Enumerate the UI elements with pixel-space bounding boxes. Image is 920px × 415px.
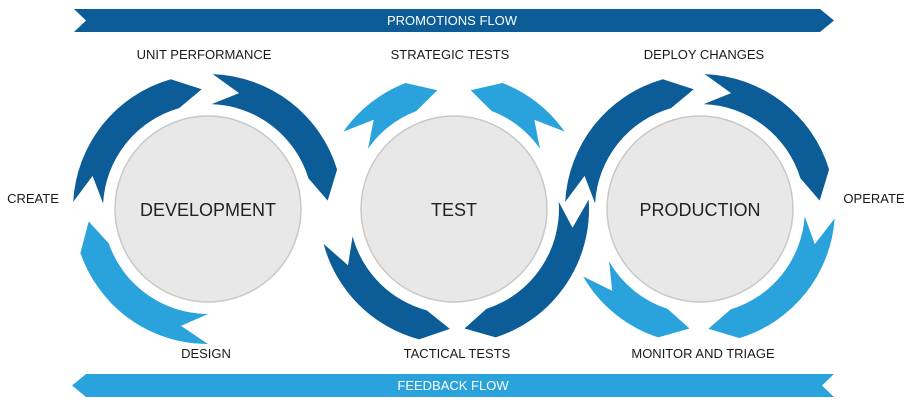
strategic-tests-label: STRATEGIC TESTS bbox=[391, 47, 510, 62]
test-arrow-lower-right bbox=[464, 199, 590, 338]
stage-circles bbox=[114, 115, 794, 303]
development-arrow-upper-right bbox=[211, 74, 338, 201]
development-arrow-upper-left bbox=[73, 79, 202, 204]
test-arrow-lower-left bbox=[323, 236, 450, 340]
test-circle bbox=[360, 115, 548, 303]
production-title: PRODUCTION bbox=[640, 200, 761, 220]
production-circle bbox=[606, 115, 794, 303]
tactical-tests-label: TACTICAL TESTS bbox=[404, 346, 511, 361]
production-arrow-upper-right bbox=[703, 74, 830, 201]
operate-label: OPERATE bbox=[843, 191, 904, 206]
development-arrow-lower-left bbox=[80, 221, 199, 344]
production-arrow-lower-left bbox=[583, 261, 690, 338]
production-arrow-upper-left bbox=[565, 79, 694, 204]
create-label: CREATE bbox=[7, 191, 59, 206]
cycle-rings bbox=[73, 74, 835, 344]
test-arrow-upper-left bbox=[343, 83, 438, 149]
promotions-flow-label: PROMOTIONS FLOW bbox=[387, 13, 518, 28]
design-label: DESIGN bbox=[181, 346, 231, 361]
monitor-and-triage-label: MONITOR AND TRIAGE bbox=[631, 346, 775, 361]
promotions-flow-banner: PROMOTIONS FLOW bbox=[74, 9, 834, 32]
feedback-flow-arrow-shape bbox=[72, 374, 834, 397]
development-circle bbox=[114, 115, 302, 303]
feedback-flow-banner: FEEDBACK FLOW bbox=[72, 374, 834, 397]
development-title: DEVELOPMENT bbox=[140, 200, 276, 220]
production-arrow-lower-right bbox=[708, 216, 835, 339]
deploy-changes-label: DEPLOY CHANGES bbox=[644, 47, 765, 62]
test-arrow-upper-right bbox=[470, 83, 565, 149]
promotions-flow-arrow-shape bbox=[74, 9, 834, 32]
feedback-flow-label: FEEDBACK FLOW bbox=[397, 378, 509, 393]
test-title: TEST bbox=[431, 200, 477, 220]
unit-performance-label: UNIT PERFORMANCE bbox=[137, 47, 272, 62]
